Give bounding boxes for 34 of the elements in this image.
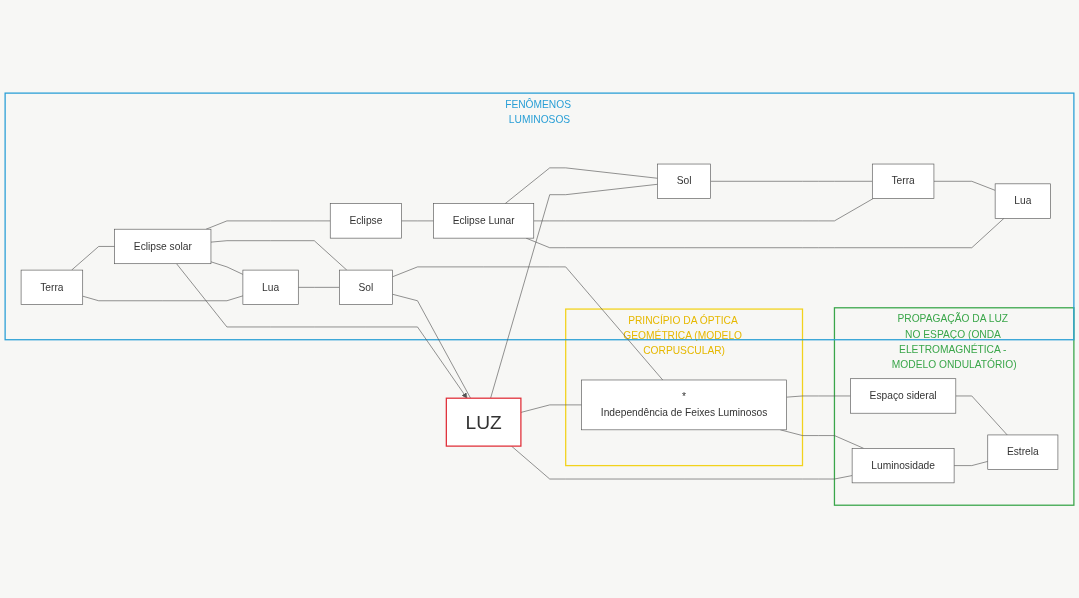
node-box: Sol: [339, 269, 393, 305]
node-box: Luminosidade: [851, 447, 955, 483]
node-box: Eclipse solar: [114, 228, 212, 264]
connector: [525, 217, 1005, 248]
connector: [392, 293, 471, 399]
connector: [392, 266, 664, 381]
node-box: Lua: [994, 183, 1051, 219]
connector: [210, 261, 244, 275]
node-box: * Independência de Feixes Luminosos: [581, 379, 787, 430]
connector: [786, 395, 851, 398]
node-box: Sol: [657, 163, 711, 199]
connector: [504, 167, 658, 204]
node-box: LUZ: [445, 397, 522, 447]
node-box: Espaço sideral: [850, 378, 957, 414]
connector: [955, 395, 1008, 436]
connector: [490, 183, 658, 399]
node-box: Eclipse: [329, 203, 402, 239]
connector: [205, 220, 331, 230]
connector: [297, 286, 340, 288]
connector: [933, 180, 996, 191]
connector: [710, 180, 873, 182]
connector: [82, 295, 244, 301]
connector: [401, 220, 434, 222]
node-box: Eclipse Lunar: [433, 203, 535, 239]
node-box: Terra: [20, 269, 84, 305]
connector: [511, 445, 853, 480]
connector: [953, 460, 989, 466]
connector: [210, 240, 348, 271]
connector: [533, 198, 874, 222]
connector: [520, 404, 582, 413]
node-box: Lua: [242, 269, 299, 305]
node-box: Terra: [871, 163, 935, 199]
connector: [71, 245, 115, 271]
node-box: Estrela: [987, 434, 1059, 470]
